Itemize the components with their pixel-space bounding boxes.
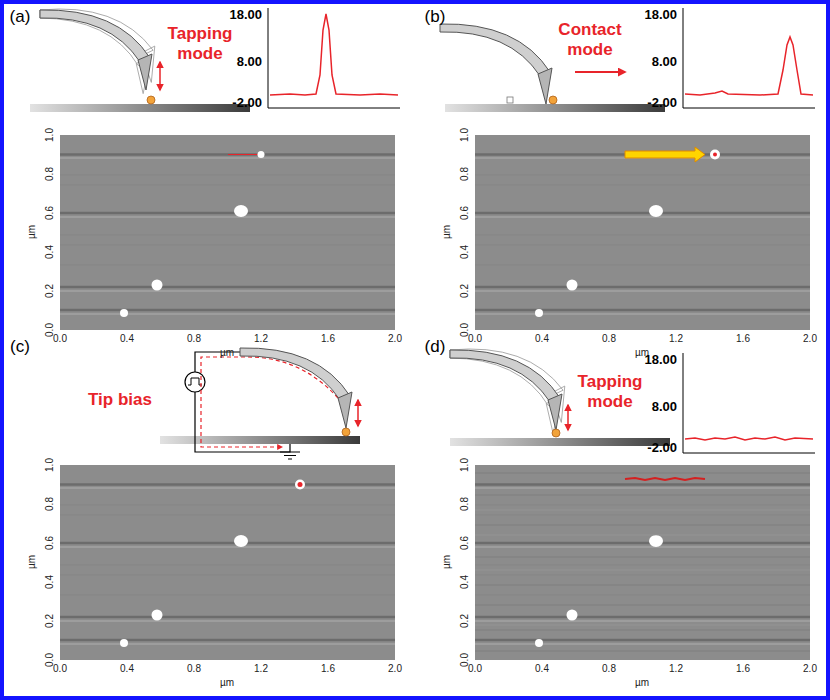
- axis-tick: 0.6: [459, 536, 471, 550]
- mode-title: Tip bias: [88, 390, 152, 410]
- axis-tick: 0.4: [459, 575, 471, 589]
- axis-tick: 1.6: [321, 663, 335, 675]
- axis-tick: 1.0: [459, 458, 471, 472]
- panel-letter: (c): [10, 337, 30, 357]
- axis-tick: 2.0: [388, 663, 402, 675]
- axis-tick: 0.2: [459, 284, 471, 298]
- axis-tick: 0.8: [602, 663, 616, 675]
- axis-tick: 0.2: [44, 614, 56, 628]
- axis-unit: µm: [26, 555, 38, 569]
- mode-title: Tapping mode: [568, 372, 652, 411]
- axis-tick: 0.0: [53, 333, 67, 345]
- axis-tick: 1.2: [254, 663, 268, 675]
- axis-tick: 0.8: [187, 663, 201, 675]
- axis-unit: µm: [220, 677, 234, 689]
- profile-value: -2.00: [232, 96, 262, 111]
- axis-tick: 1.6: [736, 333, 750, 345]
- axis-tick: 0.4: [459, 245, 471, 259]
- axis-tick: 1.6: [321, 333, 335, 345]
- axis-tick: 1.0: [44, 458, 56, 472]
- axis-tick: 1.0: [459, 128, 471, 142]
- axis-tick: 1.2: [254, 333, 268, 345]
- axis-unit: µm: [220, 347, 234, 359]
- axis-tick: 0.2: [44, 284, 56, 298]
- axis-tick: 0.6: [44, 536, 56, 550]
- axis-tick: 0.8: [44, 167, 56, 181]
- axis-tick: 0.6: [44, 206, 56, 220]
- axis-unit: µm: [441, 225, 453, 239]
- profile-value: 18.00: [229, 8, 262, 23]
- panel-letter: (b): [425, 7, 446, 27]
- mode-title: Contact mode: [548, 20, 632, 59]
- axis-unit: µm: [635, 677, 649, 689]
- axis-tick: 0.4: [44, 575, 56, 589]
- axis-tick: 1.0: [44, 128, 56, 142]
- panel-letter: (d): [425, 337, 446, 357]
- axis-tick: 0.4: [120, 333, 134, 345]
- axis-tick: 0.4: [535, 663, 549, 675]
- profile-value: 8.00: [652, 55, 677, 70]
- axis-tick: 0.8: [459, 497, 471, 511]
- profile-value: 18.00: [644, 353, 677, 368]
- axis-tick: 0.0: [468, 333, 482, 345]
- axis-tick: 2.0: [388, 333, 402, 345]
- profile-value: 8.00: [237, 55, 262, 70]
- axis-tick: 0.4: [535, 333, 549, 345]
- axis-tick: 1.6: [736, 663, 750, 675]
- profile-value: -2.00: [647, 96, 677, 111]
- axis-tick: 0.0: [468, 663, 482, 675]
- axis-tick: 0.8: [602, 333, 616, 345]
- axis-tick: 0.4: [120, 663, 134, 675]
- axis-tick: 0.4: [44, 245, 56, 259]
- mode-title: Tapping mode: [158, 24, 242, 63]
- axis-tick: 0.8: [187, 333, 201, 345]
- axis-tick: 1.2: [669, 333, 683, 345]
- axis-unit: µm: [441, 555, 453, 569]
- axis-tick: 0.0: [53, 663, 67, 675]
- profile-value: 8.00: [652, 400, 677, 415]
- axis-tick: 0.6: [459, 206, 471, 220]
- axis-tick: 0.8: [459, 167, 471, 181]
- profile-value: -2.00: [647, 441, 677, 456]
- axis-tick: 2.0: [803, 663, 817, 675]
- axis-tick: 1.2: [669, 663, 683, 675]
- axis-unit: µm: [26, 225, 38, 239]
- profile-value: 18.00: [644, 8, 677, 23]
- axis-tick: 0.2: [459, 614, 471, 628]
- panel-letter: (a): [10, 7, 31, 27]
- axis-tick: 0.8: [44, 497, 56, 511]
- axis-tick: 2.0: [803, 333, 817, 345]
